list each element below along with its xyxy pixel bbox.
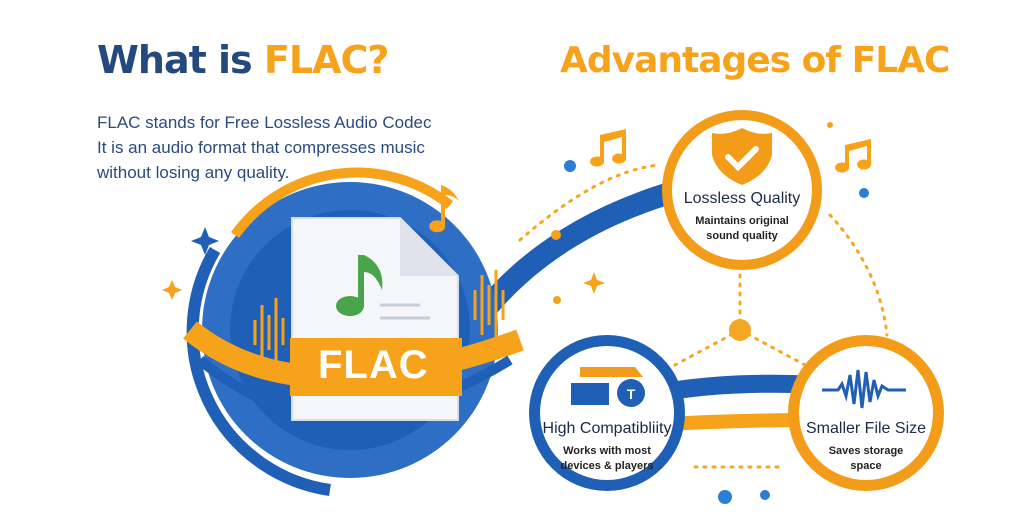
waveform-icon <box>822 369 906 409</box>
svg-text:T: T <box>627 386 636 402</box>
advantage-desc: devices & players <box>560 460 654 472</box>
title-highlight: FLAC? <box>263 38 390 82</box>
advantage-compatibility: High Compatibliity Works with most device… <box>522 420 692 474</box>
circle-lossless <box>662 110 822 270</box>
intro-line: without losing any quality. <box>97 163 290 182</box>
circle-compatibility: T <box>529 335 685 491</box>
dots <box>551 122 869 504</box>
advantage-desc: sound quality <box>706 230 778 242</box>
dotted-connectors <box>518 163 889 469</box>
devices-icon: T <box>571 367 645 407</box>
title-prefix: What is <box>97 38 264 82</box>
intro-text: FLAC stands for Free Lossless Audio Code… <box>97 110 432 185</box>
sparkle-icons <box>162 227 605 300</box>
advantage-title: Lossless Quality <box>683 190 801 207</box>
music-note-green-icon <box>336 255 383 316</box>
advantage-desc: Saves storage <box>828 445 904 457</box>
waveform-left-icon <box>253 298 285 365</box>
advantage-desc: Maintains original <box>695 215 789 227</box>
intro-line: FLAC stands for Free Lossless Audio Code… <box>97 113 432 132</box>
advantages-title: Advantages of FLAC <box>560 40 950 81</box>
circle-file-size <box>788 335 944 491</box>
waveform-right-icon <box>473 270 505 340</box>
advantage-desc: Works with most <box>563 445 651 457</box>
advantage-desc: space <box>850 460 882 472</box>
intro-line: It is an audio format that compresses mu… <box>97 138 425 157</box>
advantage-lossless: Lossless Quality Maintains original sound… <box>657 190 827 244</box>
flac-file-icon <box>290 217 462 421</box>
page-title: What is FLAC? <box>97 38 390 82</box>
advantage-title: Smaller File Size <box>805 420 927 437</box>
shield-check-icon <box>712 128 772 185</box>
advantage-file-size: Smaller File Size Saves storage space <box>781 420 951 474</box>
advantage-title: High Compatibliity <box>542 420 672 437</box>
flac-file-label: FLAC <box>318 343 429 387</box>
music-notes-icon <box>429 129 871 233</box>
hub-dot <box>729 319 751 341</box>
